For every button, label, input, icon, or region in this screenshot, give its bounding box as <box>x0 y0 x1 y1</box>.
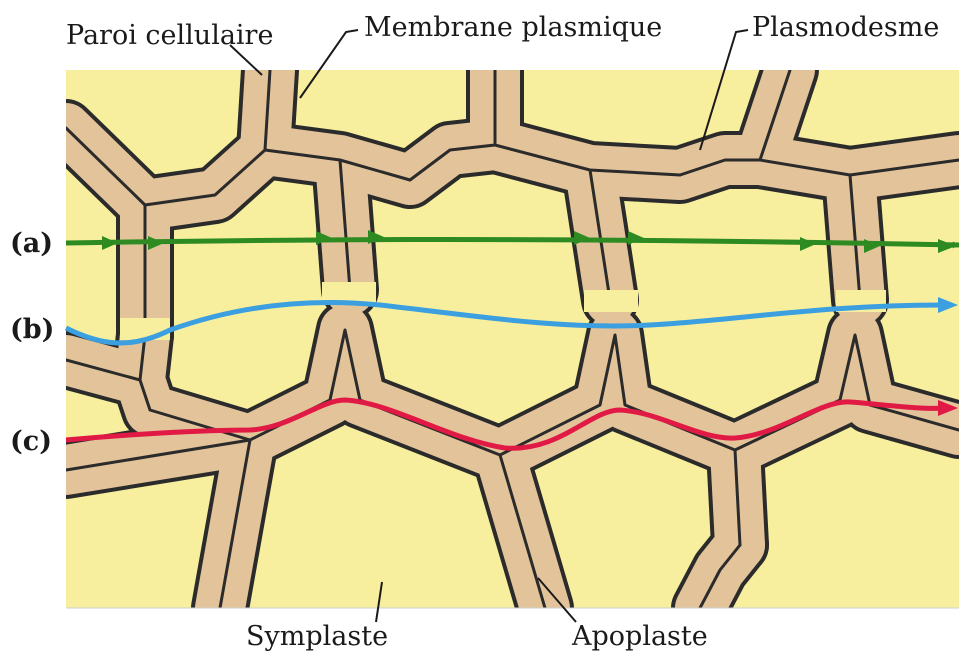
plasma-membrane-label: Membrane plasmique <box>364 12 662 43</box>
cell-wall-label: Paroi cellulaire <box>66 20 273 51</box>
pathway-a-label: (a) <box>10 228 53 259</box>
symplast-label: Symplaste <box>246 621 388 652</box>
pathway-b-label: (b) <box>10 314 54 345</box>
pathway-c-label: (c) <box>10 426 52 457</box>
apoplast-label: Apoplaste <box>571 621 708 652</box>
plasmodesma-label: Plasmodesme <box>752 12 939 43</box>
